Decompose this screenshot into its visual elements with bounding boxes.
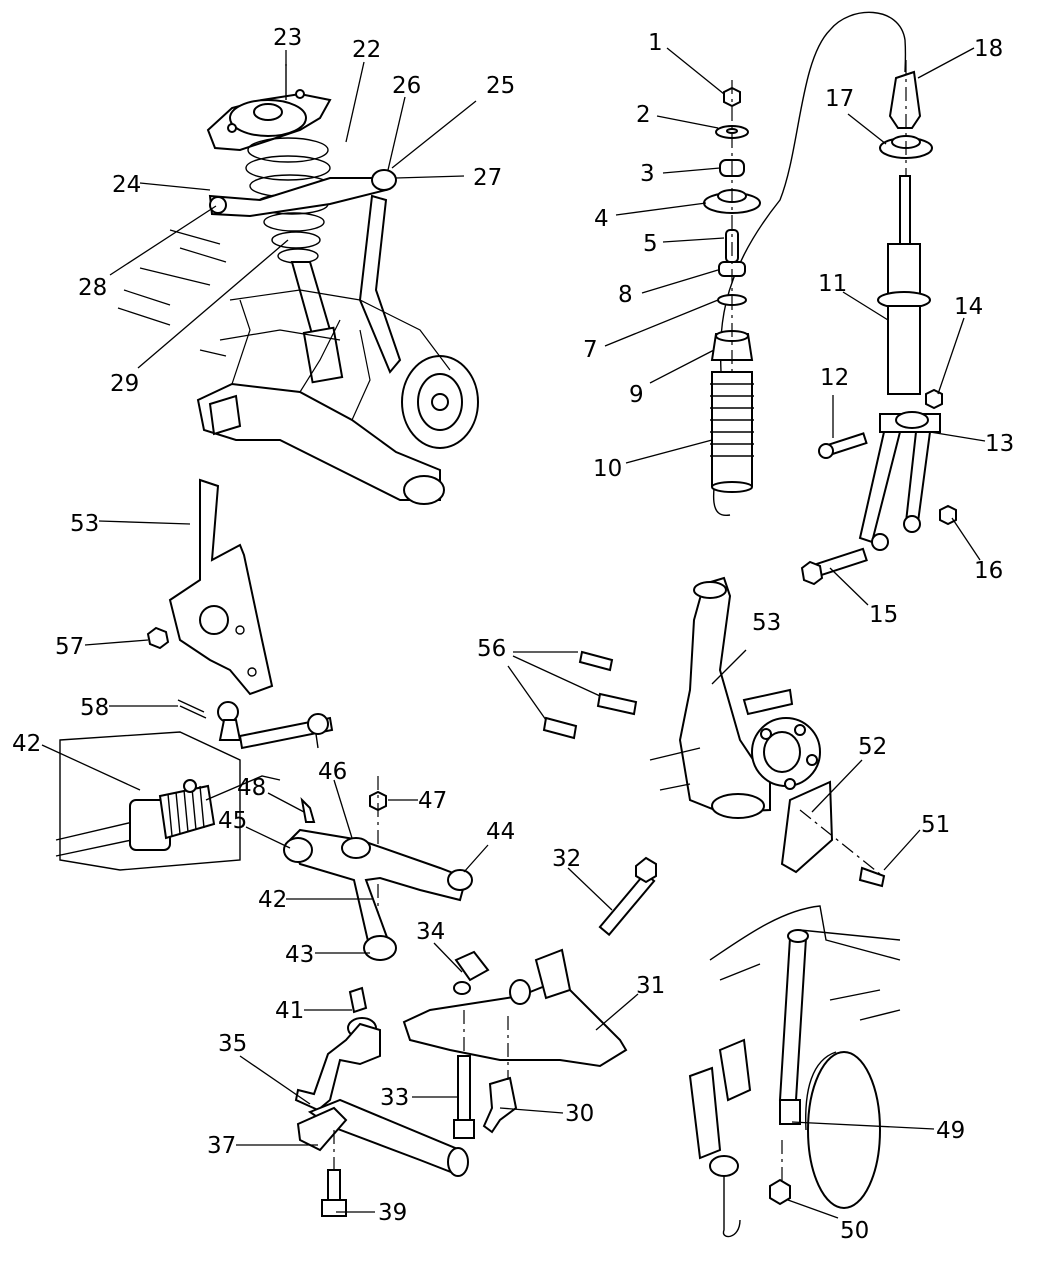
callout-43: 43 <box>285 942 314 968</box>
part-14-nut <box>925 388 943 410</box>
knuckle-and-steering-gear-illustration <box>55 478 334 871</box>
callout-14: 14 <box>954 294 983 320</box>
callout-7: 7 <box>583 337 598 363</box>
callout-48: 48 <box>237 775 266 801</box>
callout-17: 17 <box>825 86 854 112</box>
part-13-clevis <box>858 411 941 551</box>
part-47-nut <box>369 790 387 812</box>
callout-11: 11 <box>818 271 847 297</box>
callout-22: 22 <box>352 37 381 63</box>
callout-labels: 1 2 3 4 5 8 7 9 10 18 17 11 14 12 13 16 … <box>12 25 1014 1244</box>
part-50-nut <box>769 1178 791 1206</box>
callout-34: 34 <box>416 919 445 945</box>
callout-56: 56 <box>477 636 506 662</box>
callout-12: 12 <box>820 365 849 391</box>
callout-53-right: 53 <box>752 610 781 636</box>
callout-50: 50 <box>840 1218 869 1244</box>
callout-25: 25 <box>486 73 515 99</box>
callout-42-upper: 42 <box>12 731 41 757</box>
callout-4: 4 <box>594 206 609 232</box>
callout-1: 1 <box>648 30 663 56</box>
callout-53-left: 53 <box>70 511 99 537</box>
callout-35: 35 <box>218 1031 247 1057</box>
callout-51: 51 <box>921 812 950 838</box>
callout-29: 29 <box>110 371 139 397</box>
part-30-bracket <box>482 1076 518 1134</box>
callout-5: 5 <box>643 231 658 257</box>
callout-52: 52 <box>858 734 887 760</box>
steering-rack-boot <box>158 784 216 840</box>
part-32-bolt <box>598 856 657 937</box>
callout-42-lower: 42 <box>258 887 287 913</box>
part-52-shield <box>780 780 834 874</box>
callout-13: 13 <box>985 431 1014 457</box>
callout-28: 28 <box>78 275 107 301</box>
callout-3: 3 <box>640 161 655 187</box>
part-15-bolt <box>800 547 868 586</box>
callout-46: 46 <box>318 759 347 785</box>
installed-link-illustration <box>688 905 901 1238</box>
callout-32: 32 <box>552 846 581 872</box>
knuckle-hub-illustration <box>542 576 886 888</box>
callout-58: 58 <box>80 695 109 721</box>
coil-spring <box>245 137 331 264</box>
callout-37: 37 <box>207 1133 236 1159</box>
callout-23: 23 <box>273 25 302 51</box>
callout-15: 15 <box>869 602 898 628</box>
part-10-dust-boot <box>710 371 754 493</box>
callout-27: 27 <box>473 165 502 191</box>
callout-45: 45 <box>218 808 247 834</box>
callout-44: 44 <box>486 819 515 845</box>
part-56-bolts <box>542 650 638 740</box>
callout-30: 30 <box>565 1101 594 1127</box>
callout-47: 47 <box>418 788 447 814</box>
callout-18: 18 <box>974 36 1003 62</box>
callout-31: 31 <box>636 973 665 999</box>
callout-57: 57 <box>55 634 84 660</box>
strut-exploded-parts <box>703 11 957 586</box>
leader-lines <box>41 47 986 1219</box>
part-37-clamp <box>296 1106 348 1152</box>
callout-2: 2 <box>636 102 651 128</box>
lower-control-arm-illustration <box>283 776 657 1217</box>
callout-41: 41 <box>275 998 304 1024</box>
callout-39: 39 <box>378 1200 407 1226</box>
part-35-stabilizer-bar <box>294 1022 381 1112</box>
part-11-strut <box>877 175 931 395</box>
callout-26: 26 <box>392 73 421 99</box>
callout-8: 8 <box>618 282 633 308</box>
callout-24: 24 <box>112 172 141 198</box>
part-16-nut <box>939 504 957 526</box>
callout-16: 16 <box>974 558 1003 584</box>
part-12-bolt <box>818 432 868 459</box>
callout-33: 33 <box>380 1085 409 1111</box>
callout-10: 10 <box>593 456 622 482</box>
part-18-jounce-bumper <box>888 70 922 129</box>
part-57-nut <box>146 626 170 650</box>
part-58-cotter-pin <box>177 699 207 719</box>
callout-49: 49 <box>936 1118 965 1144</box>
part-31-crossmember <box>402 978 628 1068</box>
callout-9: 9 <box>629 382 644 408</box>
assembled-suspension-illustration <box>117 64 479 505</box>
